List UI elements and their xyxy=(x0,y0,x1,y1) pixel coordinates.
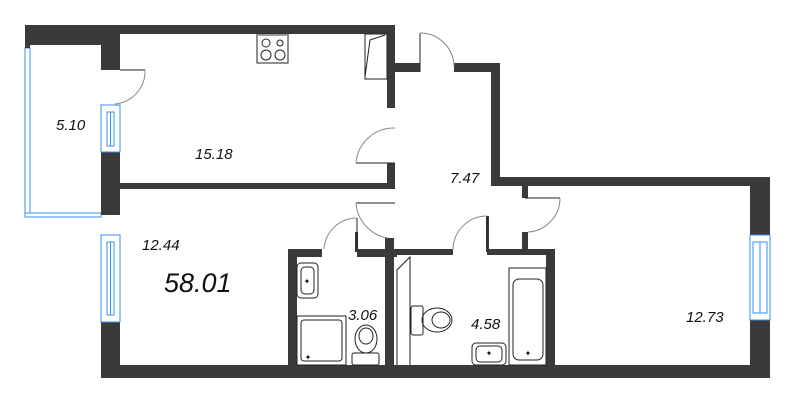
room-area-kitchen: 15.18 xyxy=(195,146,233,163)
sink-large-icon: ✦ xyxy=(471,342,507,366)
window-bedroom-left xyxy=(100,234,121,323)
room-area-bedroom-left: 12.44 xyxy=(142,237,180,254)
windows xyxy=(100,104,771,323)
walls xyxy=(25,25,770,378)
fridge-icon xyxy=(364,33,388,80)
room-area-bathroom-large: 4.58 xyxy=(471,316,501,333)
partition-panel xyxy=(396,255,411,365)
svg-text:✦: ✦ xyxy=(486,349,493,358)
window-balcony-door xyxy=(100,104,121,153)
doors xyxy=(114,32,561,251)
window-bedroom-right xyxy=(749,234,771,321)
sink-small-icon: ✦ xyxy=(296,262,319,299)
bathtub-icon: ✦ xyxy=(508,267,547,366)
toilet-small-icon xyxy=(351,324,380,366)
fixtures: ✦ ✦ ✦ ✦ xyxy=(256,33,547,366)
door-bath-small xyxy=(323,217,358,250)
door-bedroom-right xyxy=(525,197,561,233)
room-area-balcony: 5.10 xyxy=(56,117,86,134)
room-area-bedroom-right: 12.73 xyxy=(686,309,724,326)
room-area-hallway: 7.47 xyxy=(450,170,480,187)
stove-icon xyxy=(256,33,289,64)
shower-icon: ✦ xyxy=(296,315,347,366)
svg-text:✦: ✦ xyxy=(304,277,311,286)
door-balcony xyxy=(114,69,146,105)
total-area: 58.01 xyxy=(164,268,232,298)
toilet-large-icon xyxy=(410,305,453,336)
door-kitchen xyxy=(355,127,396,164)
door-entrance xyxy=(419,32,455,72)
door-bedroom-left xyxy=(355,202,395,239)
door-bath-large xyxy=(452,215,488,251)
room-area-bathroom-small: 3.06 xyxy=(348,307,378,324)
svg-text:✦: ✦ xyxy=(305,353,312,362)
svg-text:✦: ✦ xyxy=(525,349,532,358)
